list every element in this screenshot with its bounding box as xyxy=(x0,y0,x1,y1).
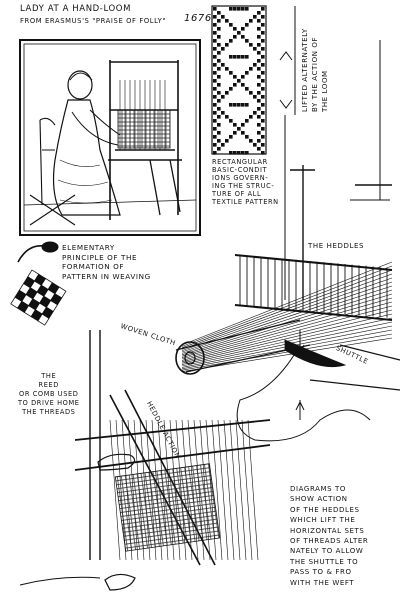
weave-principle xyxy=(10,241,67,326)
rectangular-caption: RECTANGULAR BASIC-CONDIT IONS GOVERN- IN… xyxy=(212,158,279,206)
hand-loom-engraving xyxy=(19,39,201,236)
elementary-caption: ELEMENTARY PRINCIPLE OF THE FORMATION OF… xyxy=(62,243,151,281)
heddle-frame xyxy=(279,6,392,420)
engraving-year: 1676 xyxy=(184,13,212,24)
pattern-strip xyxy=(211,5,267,155)
lifted-caption: LIFTED ALTERNATELY BY THE ACTION OF THE … xyxy=(301,28,329,112)
reed-diagram xyxy=(19,330,271,591)
engraving-title: LADY AT A HAND-LOOM xyxy=(20,4,132,14)
heddles-label: THE HEDDLES xyxy=(308,242,365,250)
reed-caption: THE REED OR COMB USED TO DRIVE HOME THE … xyxy=(18,372,80,416)
loom-diagram xyxy=(175,254,401,442)
engraving-source: FROM ERASMUS'S "PRAISE OF FOLLY" xyxy=(20,17,167,25)
diagrams-caption: DIAGRAMS TO SHOW ACTION OF THE HEDDLES W… xyxy=(290,485,369,587)
